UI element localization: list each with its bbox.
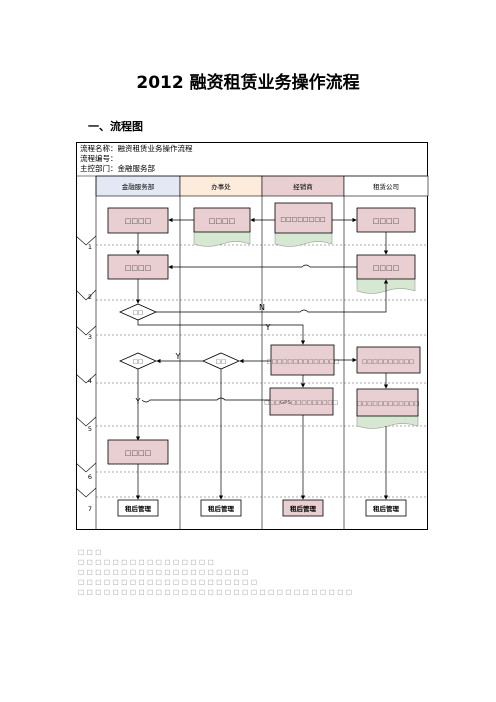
after-lease-leasing [365,499,407,517]
svg-text:□□□□: □□□□ [125,264,151,272]
label-Y-r5: Y [135,397,141,406]
svg-text:租后管理: 租后管理 [208,504,235,513]
section-heading: 一、流程图 [88,120,143,133]
note-line-5: □□□□□□□□□□□□□□□□□□□□□□□□□□□□□□□□ [78,588,355,596]
svg-text:□□: □□ [133,359,143,365]
svg-text:□□□□□□□□□□□□: □□□□□□□□□□□□ [357,401,419,407]
svg-text:□□□□□□□□□□□□□□: □□□□□□□□□□□□□□ [267,359,340,365]
process-name: 流程名称：融资租赁业务操作流程 [80,144,193,153]
box-r1-dealer [274,202,333,234]
after-lease-office [200,499,242,517]
row-number-1: 1 [88,243,92,251]
process-number: 流程编号： [80,154,118,163]
box-r6-finance [107,439,169,465]
box-r2-leasing [356,254,416,280]
box-r5-leasing [356,388,419,417]
label-Y-r4: Y [175,352,181,361]
lane-label-finance: 金融服务部 [122,182,155,191]
svg-text:租后管理: 租后管理 [290,504,317,513]
svg-text:□□□□□□□□□□: □□□□□□□□□□ [362,359,414,365]
after-lease-dealer [282,499,324,517]
svg-text:□□□GPS□□□□□□□□□: □□□GPS□□□□□□□□□ [264,400,337,406]
svg-text:□□□□: □□□□ [209,217,235,225]
lane-label-office: 办事处 [211,182,231,191]
label-Y-r3: Y [265,323,271,332]
svg-text:□□□□□□□□: □□□□□□□□ [280,216,325,223]
row-number-4: 4 [88,377,92,385]
note-line-3: □□□□□□□□□□□□□□□□□□□□ [78,568,251,576]
row-number-6: 6 [88,473,92,481]
note-line-1: □□□ [78,548,104,556]
box-r2-finance [107,254,169,280]
process-dept: 主控部门：金融服务部 [80,164,155,173]
box-r1-finance [107,207,169,234]
box-r1-office [193,207,251,233]
lane-label-leasing: 租赁公司 [373,182,399,191]
note-line-4: □□□□□□□□□□□□□□□□□□□□□ [78,578,260,586]
svg-text:□□: □□ [216,359,226,365]
svg-text:□□□□: □□□□ [125,217,151,225]
box-r1-leasing [356,207,416,233]
lane-label-dealer: 经销商 [293,182,313,191]
svg-text:□□: □□ [133,310,143,316]
box-r4-dealer [270,344,335,376]
row-number-3: 3 [88,333,92,341]
svg-text:租后管理: 租后管理 [373,504,400,513]
svg-text:□□□□: □□□□ [373,264,399,272]
label-N: N [259,303,265,312]
row-number-7: 7 [88,505,92,513]
svg-text:□□□□: □□□□ [373,217,399,225]
note-line-2: □□□□□□□□□□□□□□□□ [78,558,217,566]
box-r4-leasing [356,346,421,374]
row-number-5: 5 [88,425,92,433]
flowchart-frame [76,142,428,530]
after-lease-finance [117,499,159,517]
svg-text:□□□□: □□□□ [125,449,151,457]
document-title: 2012 融资租赁业务操作流程 [136,73,360,93]
svg-text:租后管理: 租后管理 [125,504,152,513]
row-number-2: 2 [88,293,92,301]
box-r5-dealer [269,387,334,416]
